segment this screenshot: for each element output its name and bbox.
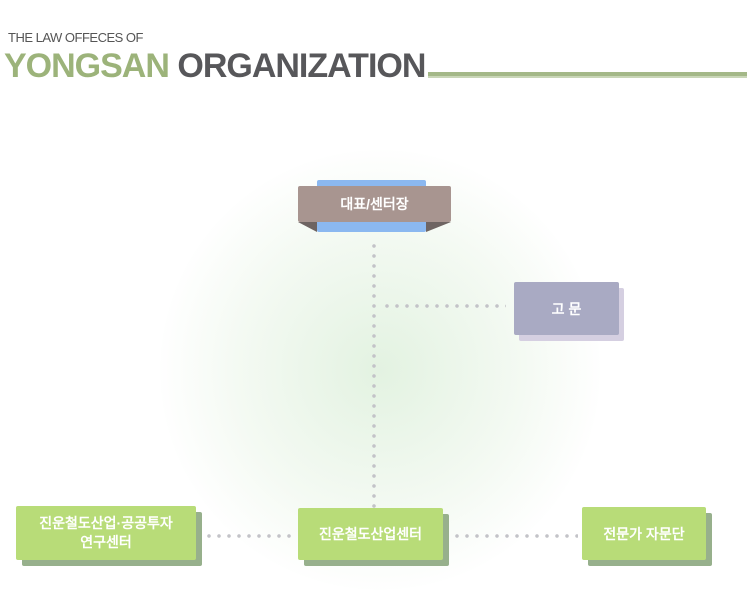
title-main: ORGANIZATION bbox=[177, 47, 426, 85]
center-unit-box: 진운철도산업센터 bbox=[298, 508, 443, 560]
connector-advisor bbox=[382, 304, 506, 308]
head-fold-right bbox=[426, 222, 451, 232]
connector-vertical bbox=[372, 241, 376, 509]
page-title: YONGSAN ORGANIZATION bbox=[4, 47, 426, 86]
head-box: 대표/센터장 bbox=[298, 186, 451, 222]
left-unit-box: 진운철도산업·공공투자 연구센터 bbox=[16, 506, 196, 560]
head-fold-left bbox=[298, 222, 317, 232]
left-unit-line1: 진운철도산업·공공투자 bbox=[39, 515, 173, 531]
connector-left bbox=[204, 534, 294, 538]
right-unit-box: 전문가 자문단 bbox=[582, 507, 706, 560]
page-subtitle: THE LAW OFFECES OF bbox=[8, 30, 143, 45]
left-unit-line2: 연구센터 bbox=[80, 534, 132, 550]
connector-right bbox=[452, 534, 578, 538]
advisor-box: 고 문 bbox=[514, 282, 619, 335]
title-underline bbox=[428, 72, 747, 78]
title-accent: YONGSAN bbox=[4, 47, 170, 85]
